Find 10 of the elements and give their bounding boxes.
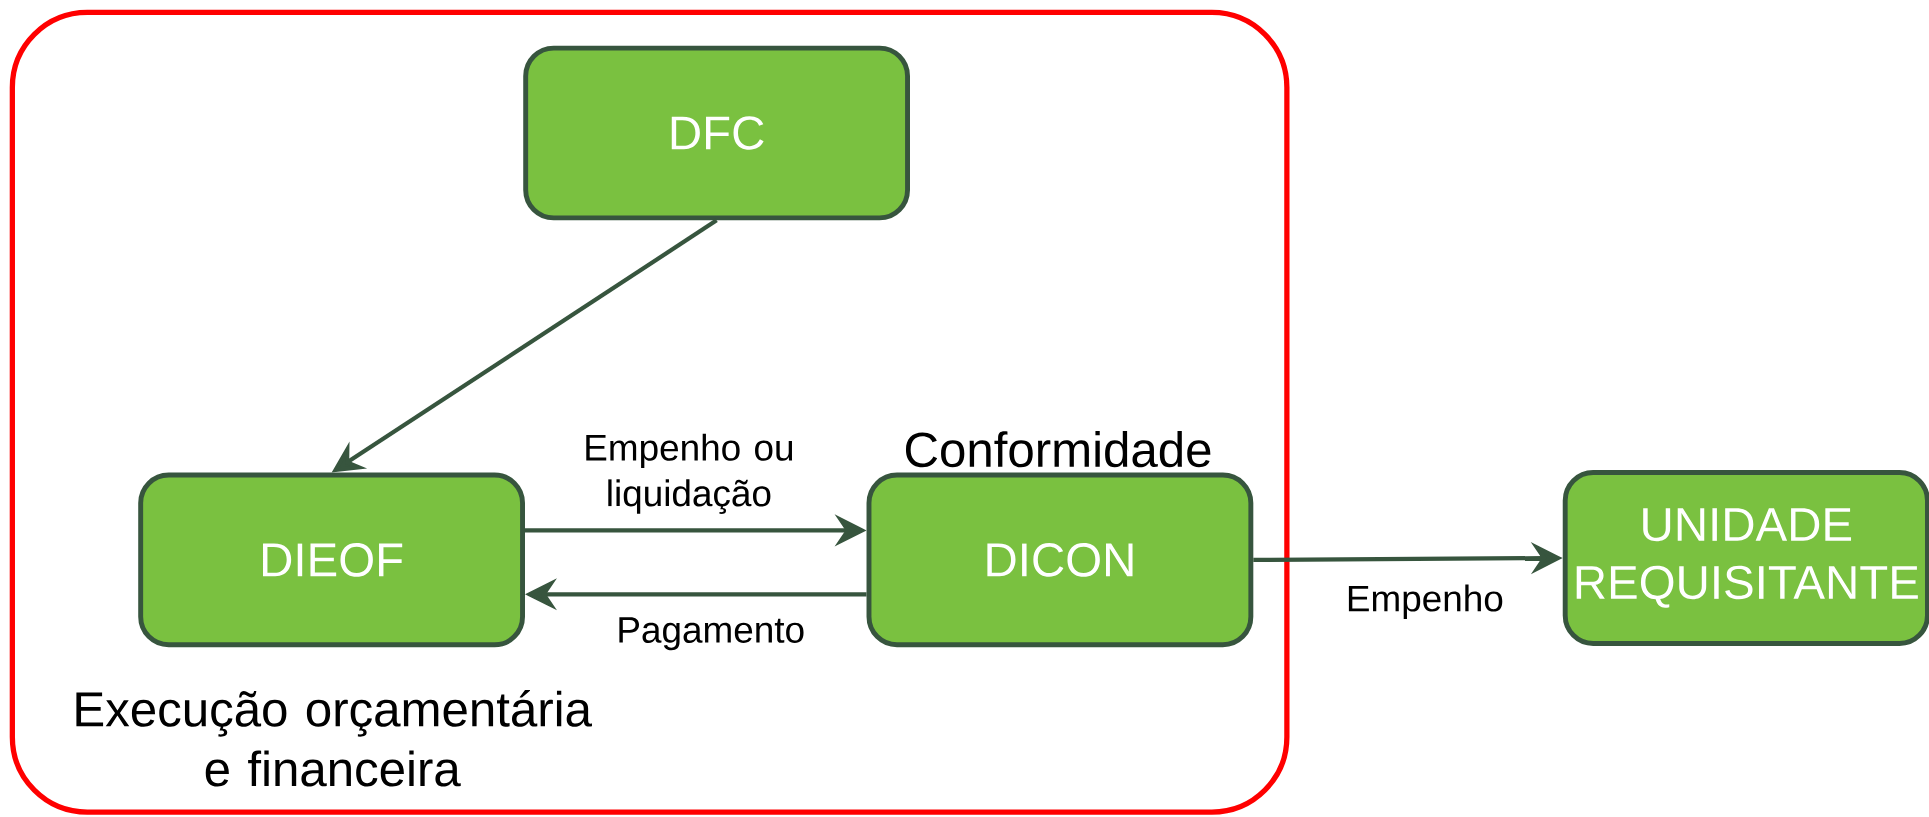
caption-text: Execução orçamentária e financeira bbox=[76, 690, 592, 787]
process-box: DIEOF bbox=[138, 472, 525, 648]
caption-text: Conformidade bbox=[905, 431, 1211, 468]
process-box: DICON bbox=[866, 472, 1254, 648]
process-box: UNIDADE REQUISITANTE bbox=[1562, 470, 1929, 646]
edge-label: Empenho bbox=[1342, 581, 1503, 623]
edge-label: Empenho ou liquidação bbox=[562, 430, 816, 518]
process-box: DFC bbox=[523, 45, 910, 221]
edge-label: Pagamento bbox=[612, 613, 804, 654]
group-frame bbox=[9, 9, 1290, 815]
